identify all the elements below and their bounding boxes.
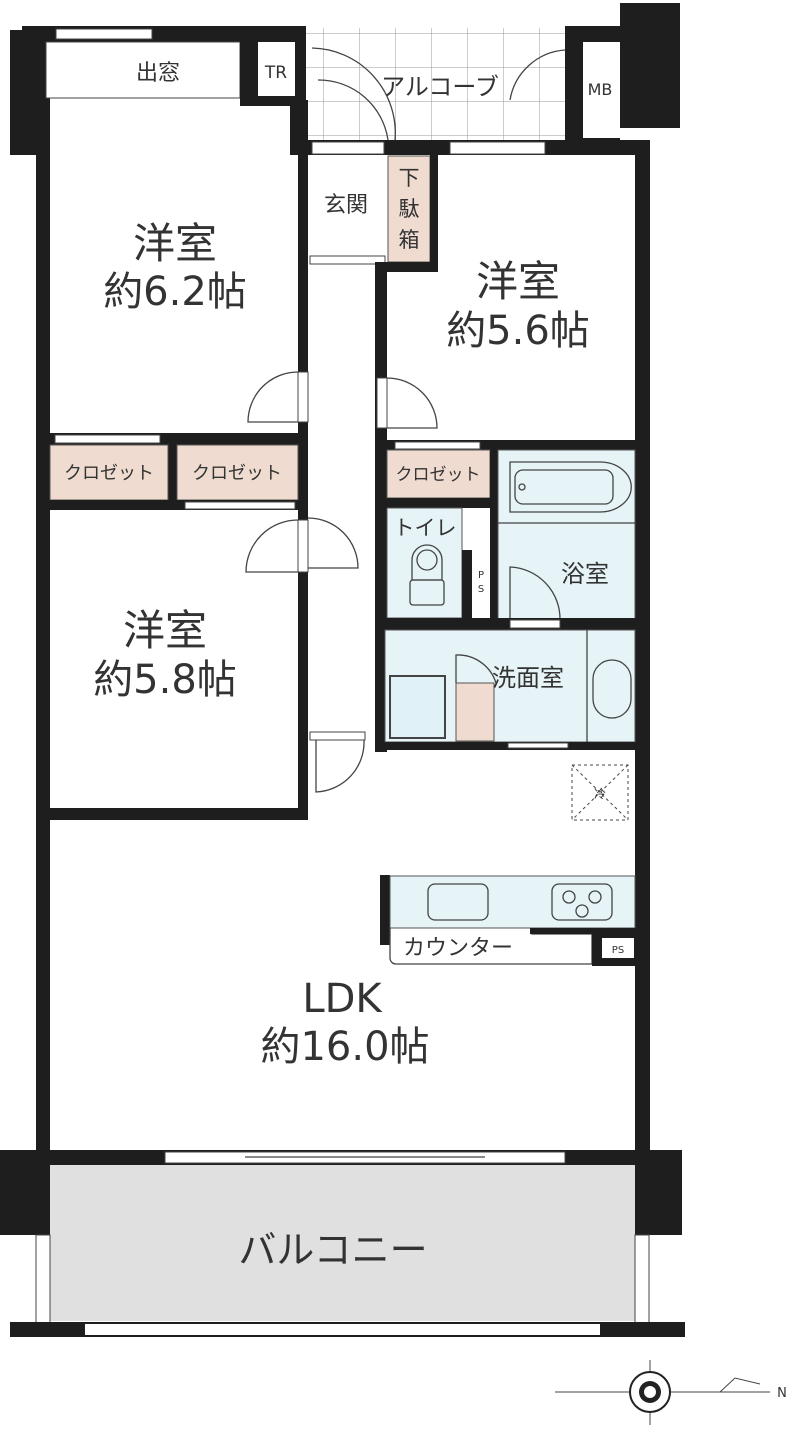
north-label: N [777,1386,787,1401]
ps-label: S [478,584,484,595]
washer-pan-icon [389,675,446,739]
balcony-rail [35,1234,51,1324]
balcony-label: バルコニー [238,1228,427,1272]
ps-label: P [478,570,484,581]
ldk-name: LDK [302,976,383,1022]
shoe-box-label: 駄 [399,197,420,221]
mb-box [583,42,620,138]
bathroom [497,449,636,621]
closet-door[interactable] [184,501,296,510]
step [309,255,386,265]
room1-door[interactable] [297,371,309,423]
bathroom-door[interactable] [509,619,561,629]
wall [462,550,472,620]
room2-door[interactable] [376,377,388,429]
wall [375,262,438,272]
wall [530,928,635,934]
wall [380,875,390,945]
toilet-icon [409,544,445,606]
sink-icon [427,883,489,921]
wall [168,445,177,500]
wall [490,450,498,630]
closet2-label: クロゼット [192,463,282,484]
left-wall [36,155,50,1155]
ps-shaft [602,938,634,958]
door-swing [245,519,299,573]
washbasin-icon [592,659,632,719]
washroom-door[interactable] [507,742,569,749]
room1-name: 洋室 [133,219,217,268]
tr-box [258,42,295,96]
room3-door[interactable] [297,519,309,573]
bathtub-icon [509,461,632,513]
closet2 [176,444,299,501]
ldk-size: 約16.0帖 [260,1024,429,1070]
balcony-rail [634,1234,650,1324]
ldk-door[interactable] [309,731,366,741]
shoe-box [387,155,431,263]
toilet-label: トイレ [394,516,457,540]
ps-label: PS [612,945,624,956]
bay-window-label: 出窓 [136,61,180,86]
compass-icon: N [555,1360,787,1425]
door-swing [307,517,359,569]
wall [36,808,308,820]
wall [387,498,498,508]
door-swing [455,654,497,684]
entrance-door-swing [311,47,566,141]
room2-size: 約5.6帖 [446,308,590,354]
wall [380,618,637,630]
room3-size: 約5.8帖 [93,657,237,703]
balcony-rail [85,1324,600,1335]
entrance-door[interactable] [311,141,385,155]
bay-window-glass [55,28,153,40]
toilet-room [386,507,463,619]
stove-icon [551,883,613,921]
wall [430,155,438,272]
room3-name: 洋室 [123,606,207,655]
storage [455,682,495,742]
wall [375,742,637,750]
mb-label: MB [588,80,613,99]
entrance-label: 玄関 [324,193,368,218]
alcove-floor [305,28,567,142]
closet3-label: クロゼット [396,465,481,485]
alcove-label: アルコーブ [381,73,499,101]
closet-door[interactable] [394,441,481,450]
balcony [85,1165,600,1235]
wall [387,440,637,450]
door-swing [247,371,299,423]
corner-column [620,3,680,128]
refrigerator-label: 冷 [594,787,606,801]
window [449,141,546,155]
closet1-label: クロゼット [64,463,154,484]
shoe-box-label: 下 [399,166,420,190]
washroom-label: 洗面室 [492,664,564,692]
tr-label: TR [264,63,287,83]
room1-size: 約6.2帖 [103,269,247,315]
refrigerator-space: 冷 [571,764,629,821]
closet3 [386,449,491,499]
corner-column [10,30,50,155]
door-swing [315,739,365,793]
corridor-wall-left [298,155,308,820]
door-swing [509,566,561,621]
counter-label: カウンター [403,936,513,961]
ps-shaft [472,553,490,613]
wall [50,500,300,510]
right-wall [635,140,650,1155]
door-swing [386,377,438,429]
room2-name: 洋室 [476,257,560,306]
shoe-box-label: 箱 [399,228,420,252]
closet1 [49,444,169,501]
bathroom-label: 浴室 [561,560,609,588]
closet-door[interactable] [54,434,161,444]
